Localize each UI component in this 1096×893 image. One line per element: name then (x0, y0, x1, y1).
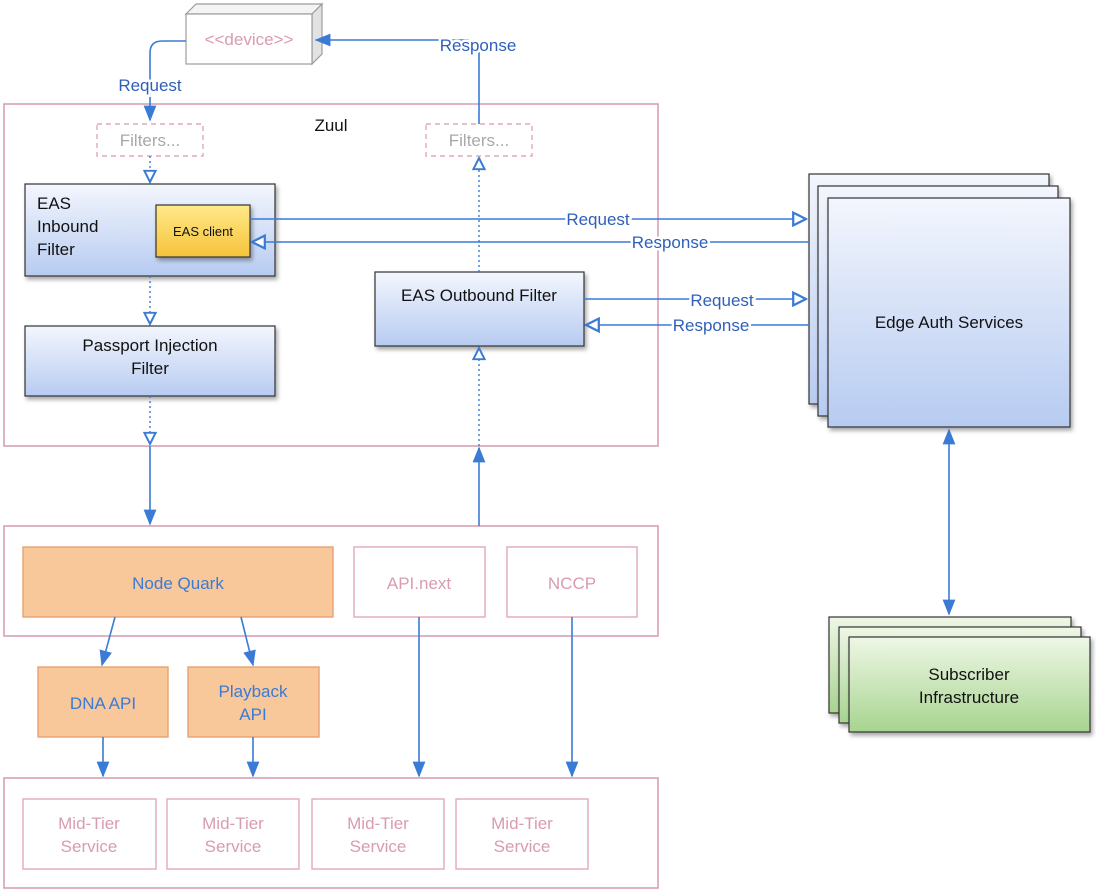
inbound-filters-label: Filters... (120, 131, 180, 150)
mid-tier-line2: Service (494, 837, 551, 856)
mid-tier-line2: Service (350, 837, 407, 856)
dna-api: DNA API (37, 666, 169, 738)
eas-client: EAS client (155, 204, 251, 258)
device-node: <<device>> (184, 2, 324, 66)
outbound-request-label: Request (690, 291, 754, 310)
mid-tier-line1: Mid-Tier (202, 814, 264, 833)
node-quark-label: Node Quark (132, 574, 224, 593)
edge-auth-services: Edge Auth Services (808, 173, 1071, 428)
passport-line2: Filter (131, 359, 169, 378)
nccp-label: NCCP (548, 574, 596, 593)
eas-inbound-line3: Filter (37, 240, 75, 259)
mid-tier-service: Mid-Tier Service (311, 798, 445, 870)
inbound-filters-placeholder: Filters... (96, 123, 204, 157)
api-next-label: API.next (387, 574, 452, 593)
outbound-filters-placeholder: Filters... (425, 123, 533, 157)
device-label: <<device>> (205, 30, 294, 49)
mid-tier-service: Mid-Tier Service (22, 798, 157, 870)
device-response-label: Response (440, 36, 517, 55)
eas-inbound-line2: Inbound (37, 217, 98, 236)
mid-tier-line1: Mid-Tier (58, 814, 120, 833)
quark-to-playback-arrow (240, 616, 256, 667)
eas-outbound-label: EAS Outbound Filter (401, 286, 557, 305)
dna-api-label: DNA API (70, 694, 136, 713)
playback-api-line1: Playback (219, 682, 288, 701)
outbound-response-label: Response (673, 316, 750, 335)
zuul-label: Zuul (314, 116, 347, 135)
outbound-filters-label: Filters... (449, 131, 509, 150)
playback-api: Playback API (187, 666, 320, 738)
eas-outbound-filter: EAS Outbound Filter (374, 271, 585, 347)
subscriber-line2: Infrastructure (919, 688, 1019, 707)
subscriber-line1: Subscriber (928, 665, 1010, 684)
playback-api-line2: API (239, 705, 266, 724)
mid-tier-line2: Service (205, 837, 262, 856)
api-next: API.next (353, 546, 486, 618)
nccp: NCCP (506, 546, 638, 618)
device-response-arrow (314, 33, 480, 124)
subscriber-infrastructure: Subscriber Infrastructure (828, 616, 1091, 733)
node-quark: Node Quark (22, 546, 334, 618)
mid-tier-line2: Service (61, 837, 118, 856)
mid-tier-line1: Mid-Tier (347, 814, 409, 833)
mid-tier-line1: Mid-Tier (491, 814, 553, 833)
quark-to-dna-arrow (99, 616, 116, 667)
edge-auth-label: Edge Auth Services (875, 313, 1023, 332)
mid-tier-service: Mid-Tier Service (455, 798, 589, 870)
passport-injection-filter: Passport Injection Filter (24, 325, 276, 397)
device-request-label: Request (118, 76, 182, 95)
mid-tier-container (3, 777, 659, 889)
eas-client-label: EAS client (173, 224, 233, 239)
origin-services-container (3, 525, 659, 637)
eas-inbound-line1: EAS (37, 194, 71, 213)
eas-inbound-filter: EAS Inbound Filter (24, 183, 276, 277)
device-request-arrow (143, 40, 186, 122)
client-response-label: Response (632, 233, 709, 252)
passport-line1: Passport Injection (82, 336, 217, 355)
zuul-container: Zuul (3, 103, 659, 447)
client-request-label: Request (566, 210, 630, 229)
mid-tier-service: Mid-Tier Service (166, 798, 300, 870)
